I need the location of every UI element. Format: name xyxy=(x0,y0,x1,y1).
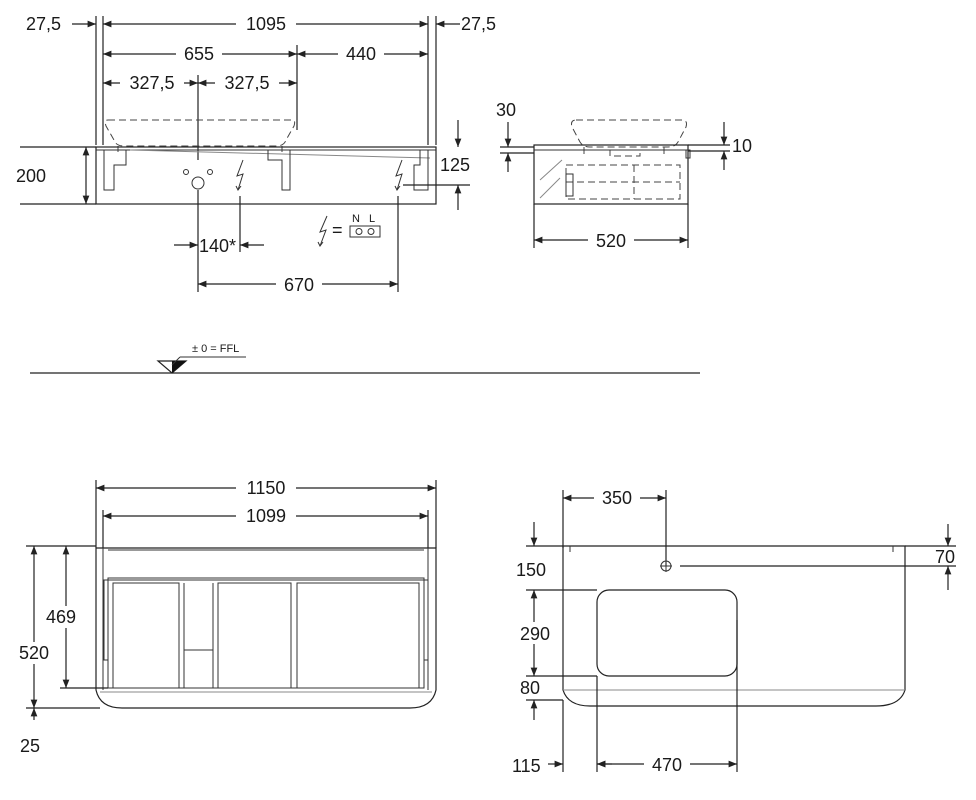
floor-label: ± 0 = FFL xyxy=(192,343,239,355)
dim-cabinet-height: 469 xyxy=(46,607,76,627)
dim-inner-width: 1099 xyxy=(246,506,286,526)
dim-overall-height: 520 xyxy=(19,643,49,663)
dim-top-thickness: 10 xyxy=(732,136,752,156)
dim-side-offset: 115 xyxy=(512,756,541,776)
dim-outer-width: 1150 xyxy=(247,478,286,498)
legend-neutral: N xyxy=(352,213,360,225)
dim-outlet-offset: 140* xyxy=(199,236,236,256)
dim-left-margin: 27,5 xyxy=(26,14,61,34)
dim-half-right: 327,5 xyxy=(224,73,269,93)
dim-outlet-spacing: 670 xyxy=(284,275,314,295)
dim-half-left: 327,5 xyxy=(129,73,174,93)
floor-level: ± 0 = FFL xyxy=(30,343,700,374)
side-view: 30 10 520 xyxy=(496,100,752,251)
dim-overall-width: 1095 xyxy=(246,14,286,34)
cabinet-front: 1150 1099 469 520 25 xyxy=(12,476,437,756)
front-view: 1095 27,5 27,5 655 440 327,5 327,5 xyxy=(16,12,496,295)
dim-outlet-height: 125 xyxy=(440,155,470,175)
legend-equals: = xyxy=(332,220,343,240)
dim-basin-height: 30 xyxy=(496,100,516,120)
dim-left-part: 655 xyxy=(184,44,214,64)
dim-bowl-width: 470 xyxy=(652,755,682,775)
dim-bowl-depth: 290 xyxy=(520,624,550,644)
dim-height-200: 200 xyxy=(16,166,46,186)
legend-live: L xyxy=(369,213,375,225)
dim-depth: 520 xyxy=(596,231,626,251)
dim-bottom-gap: 25 xyxy=(20,736,40,756)
dim-tap-offset: 350 xyxy=(602,488,632,508)
dim-front-offset: 150 xyxy=(516,560,546,580)
dim-right-part: 440 xyxy=(346,44,376,64)
dim-rear-gap: 80 xyxy=(520,678,540,698)
dim-right-margin: 27,5 xyxy=(461,14,496,34)
top-view: 350 150 290 80 70 115 xyxy=(512,486,956,776)
socket-legend: = N L xyxy=(317,213,381,247)
dim-tap-edge: 70 xyxy=(935,547,955,567)
